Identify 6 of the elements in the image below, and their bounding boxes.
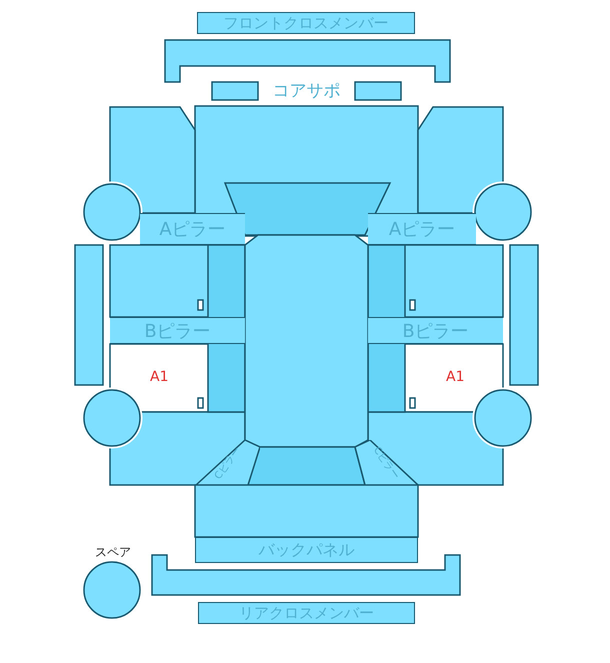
damage-code: A1 (150, 369, 168, 385)
spare-label: スペア (84, 543, 142, 561)
pillar-triangle (195, 440, 260, 485)
pillar-triangle (353, 440, 419, 485)
part-label: コアサポ (258, 74, 355, 106)
damage-code: A1 (446, 369, 464, 385)
